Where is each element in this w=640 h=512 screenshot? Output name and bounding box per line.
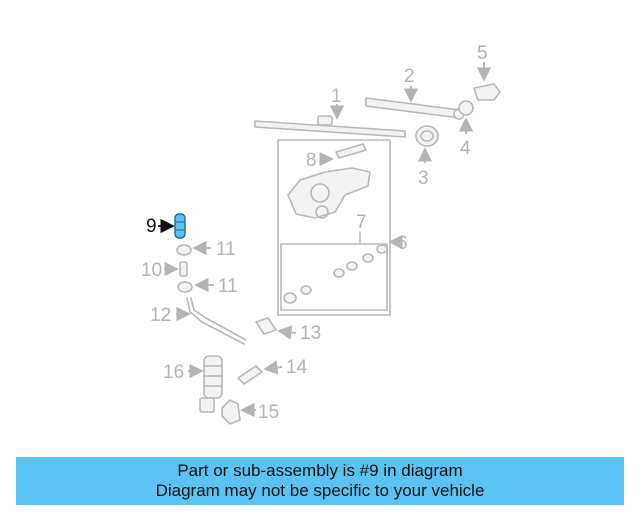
label-4: 4 (460, 138, 471, 159)
part-14-check-valve[interactable]: 14 (237, 357, 308, 385)
part-12-hose[interactable]: 12 (150, 297, 247, 345)
label-11b: 11 (218, 276, 238, 297)
label-10: 10 (141, 260, 162, 281)
label-12: 12 (150, 305, 171, 326)
part-4-nut[interactable]: 4 (458, 100, 474, 159)
part-9-washer-nozzle[interactable]: 9 (146, 213, 186, 239)
label-9: 9 (146, 216, 157, 237)
part-16-washer-pump[interactable]: 16 (163, 355, 223, 413)
part-10-spacer[interactable]: 10 (141, 260, 188, 281)
label-13: 13 (300, 323, 321, 344)
part-11-grommet-upper[interactable]: 11 (176, 239, 236, 260)
label-14: 14 (286, 357, 308, 378)
part-6[interactable]: 6 (388, 233, 408, 254)
label-16: 16 (163, 362, 184, 383)
part-11-grommet-lower[interactable]: 11 (177, 276, 238, 297)
motor-assembly-box (277, 139, 391, 316)
label-5: 5 (477, 43, 488, 64)
banner-line-1: Part or sub-assembly is #9 in diagram (177, 461, 463, 480)
part-7-seal-kit[interactable]: 7 (283, 212, 388, 304)
label-8: 8 (306, 150, 317, 171)
info-banner: Part or sub-assembly is #9 in diagram Di… (16, 457, 624, 505)
part-2-wiper-arm[interactable]: 2 (365, 66, 465, 120)
label-15: 15 (258, 402, 279, 423)
part-5-cover[interactable]: 5 (473, 43, 501, 101)
label-11a: 11 (216, 239, 236, 260)
label-1: 1 (331, 86, 342, 107)
part-3-pivot-cap[interactable]: 3 (415, 125, 439, 189)
label-6: 6 (397, 233, 408, 254)
label-7: 7 (356, 212, 367, 233)
parts-diagram: 1 2 3 4 5 8 7 (141, 43, 501, 425)
banner-line-2: Diagram may not be specific to your vehi… (155, 481, 485, 500)
part-13-connector[interactable]: 13 (255, 317, 321, 344)
label-3: 3 (418, 168, 429, 189)
part-15-elbow[interactable]: 15 (221, 399, 279, 425)
part-8-motor[interactable]: 8 (287, 143, 371, 219)
part-1-wiper-arm[interactable]: 1 (254, 86, 406, 138)
label-2: 2 (404, 66, 415, 87)
